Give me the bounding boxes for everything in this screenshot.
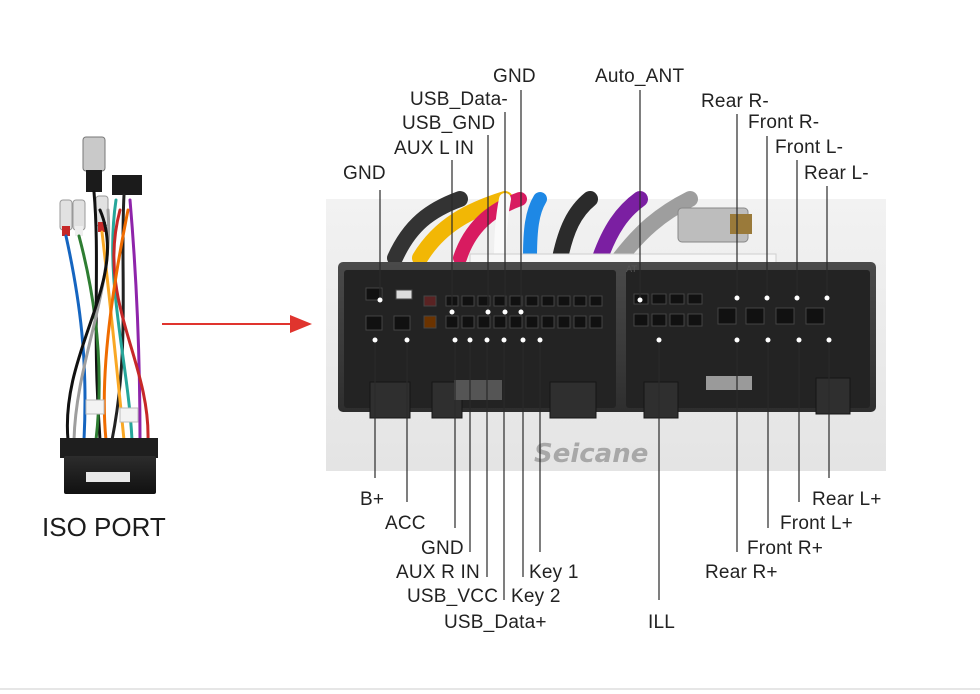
pin-label-rear-l-plus: Rear L+ [812,489,882,510]
pin-label-key-1: Key 1 [529,562,579,583]
pin-label-usb-data-plus: USB_Data+ [444,612,547,633]
arrow-icon [162,315,312,333]
pin-label-rear-l-minus: Rear L- [804,163,869,184]
usb-plug-icon [82,136,106,172]
brand-watermark: Seicane [534,439,648,469]
pin-label-rear-r-minus: Rear R- [701,91,769,112]
leader-lines [374,90,830,600]
pin-label-front-l-minus: Front L- [775,137,844,158]
pin-label-ill: ILL [648,612,676,633]
sticker-text: AT [626,265,637,275]
pin-label-rear-r-plus: Rear R+ [705,562,778,583]
pin-label-aux-l-in: AUX L IN [394,138,475,159]
pin-label-acc: ACC [385,513,426,534]
pin-label-usb-data-minus: USB_Data- [410,89,508,110]
pin-label-b-plus: B+ [360,489,385,510]
pin-label-usb-vcc: USB_VCC [407,586,499,607]
pin-label-gnd-top: GND [493,66,536,87]
connector-photo: Seicane AT [326,191,886,471]
pin-dots [372,295,832,343]
pin-label-gnd-left: GND [343,163,386,184]
pin-label-usb-gnd: USB_GND [402,113,496,134]
pin-label-key-2: Key 2 [511,586,561,607]
bottom-divider [0,688,980,690]
pin-label-aux-r-in: AUX R IN [396,562,480,583]
iso-port-label: ISO PORT [42,512,166,542]
pin-label-front-l-plus: Front L+ [780,513,853,534]
pin-label-front-r-minus: Front R- [748,112,820,133]
pin-label-auto-ant: Auto_ANT [595,66,685,87]
pin-label-gnd-bottom: GND [421,538,464,559]
pin-label-front-r-plus: Front R+ [747,538,824,559]
iso-harness-illustration [59,136,158,494]
